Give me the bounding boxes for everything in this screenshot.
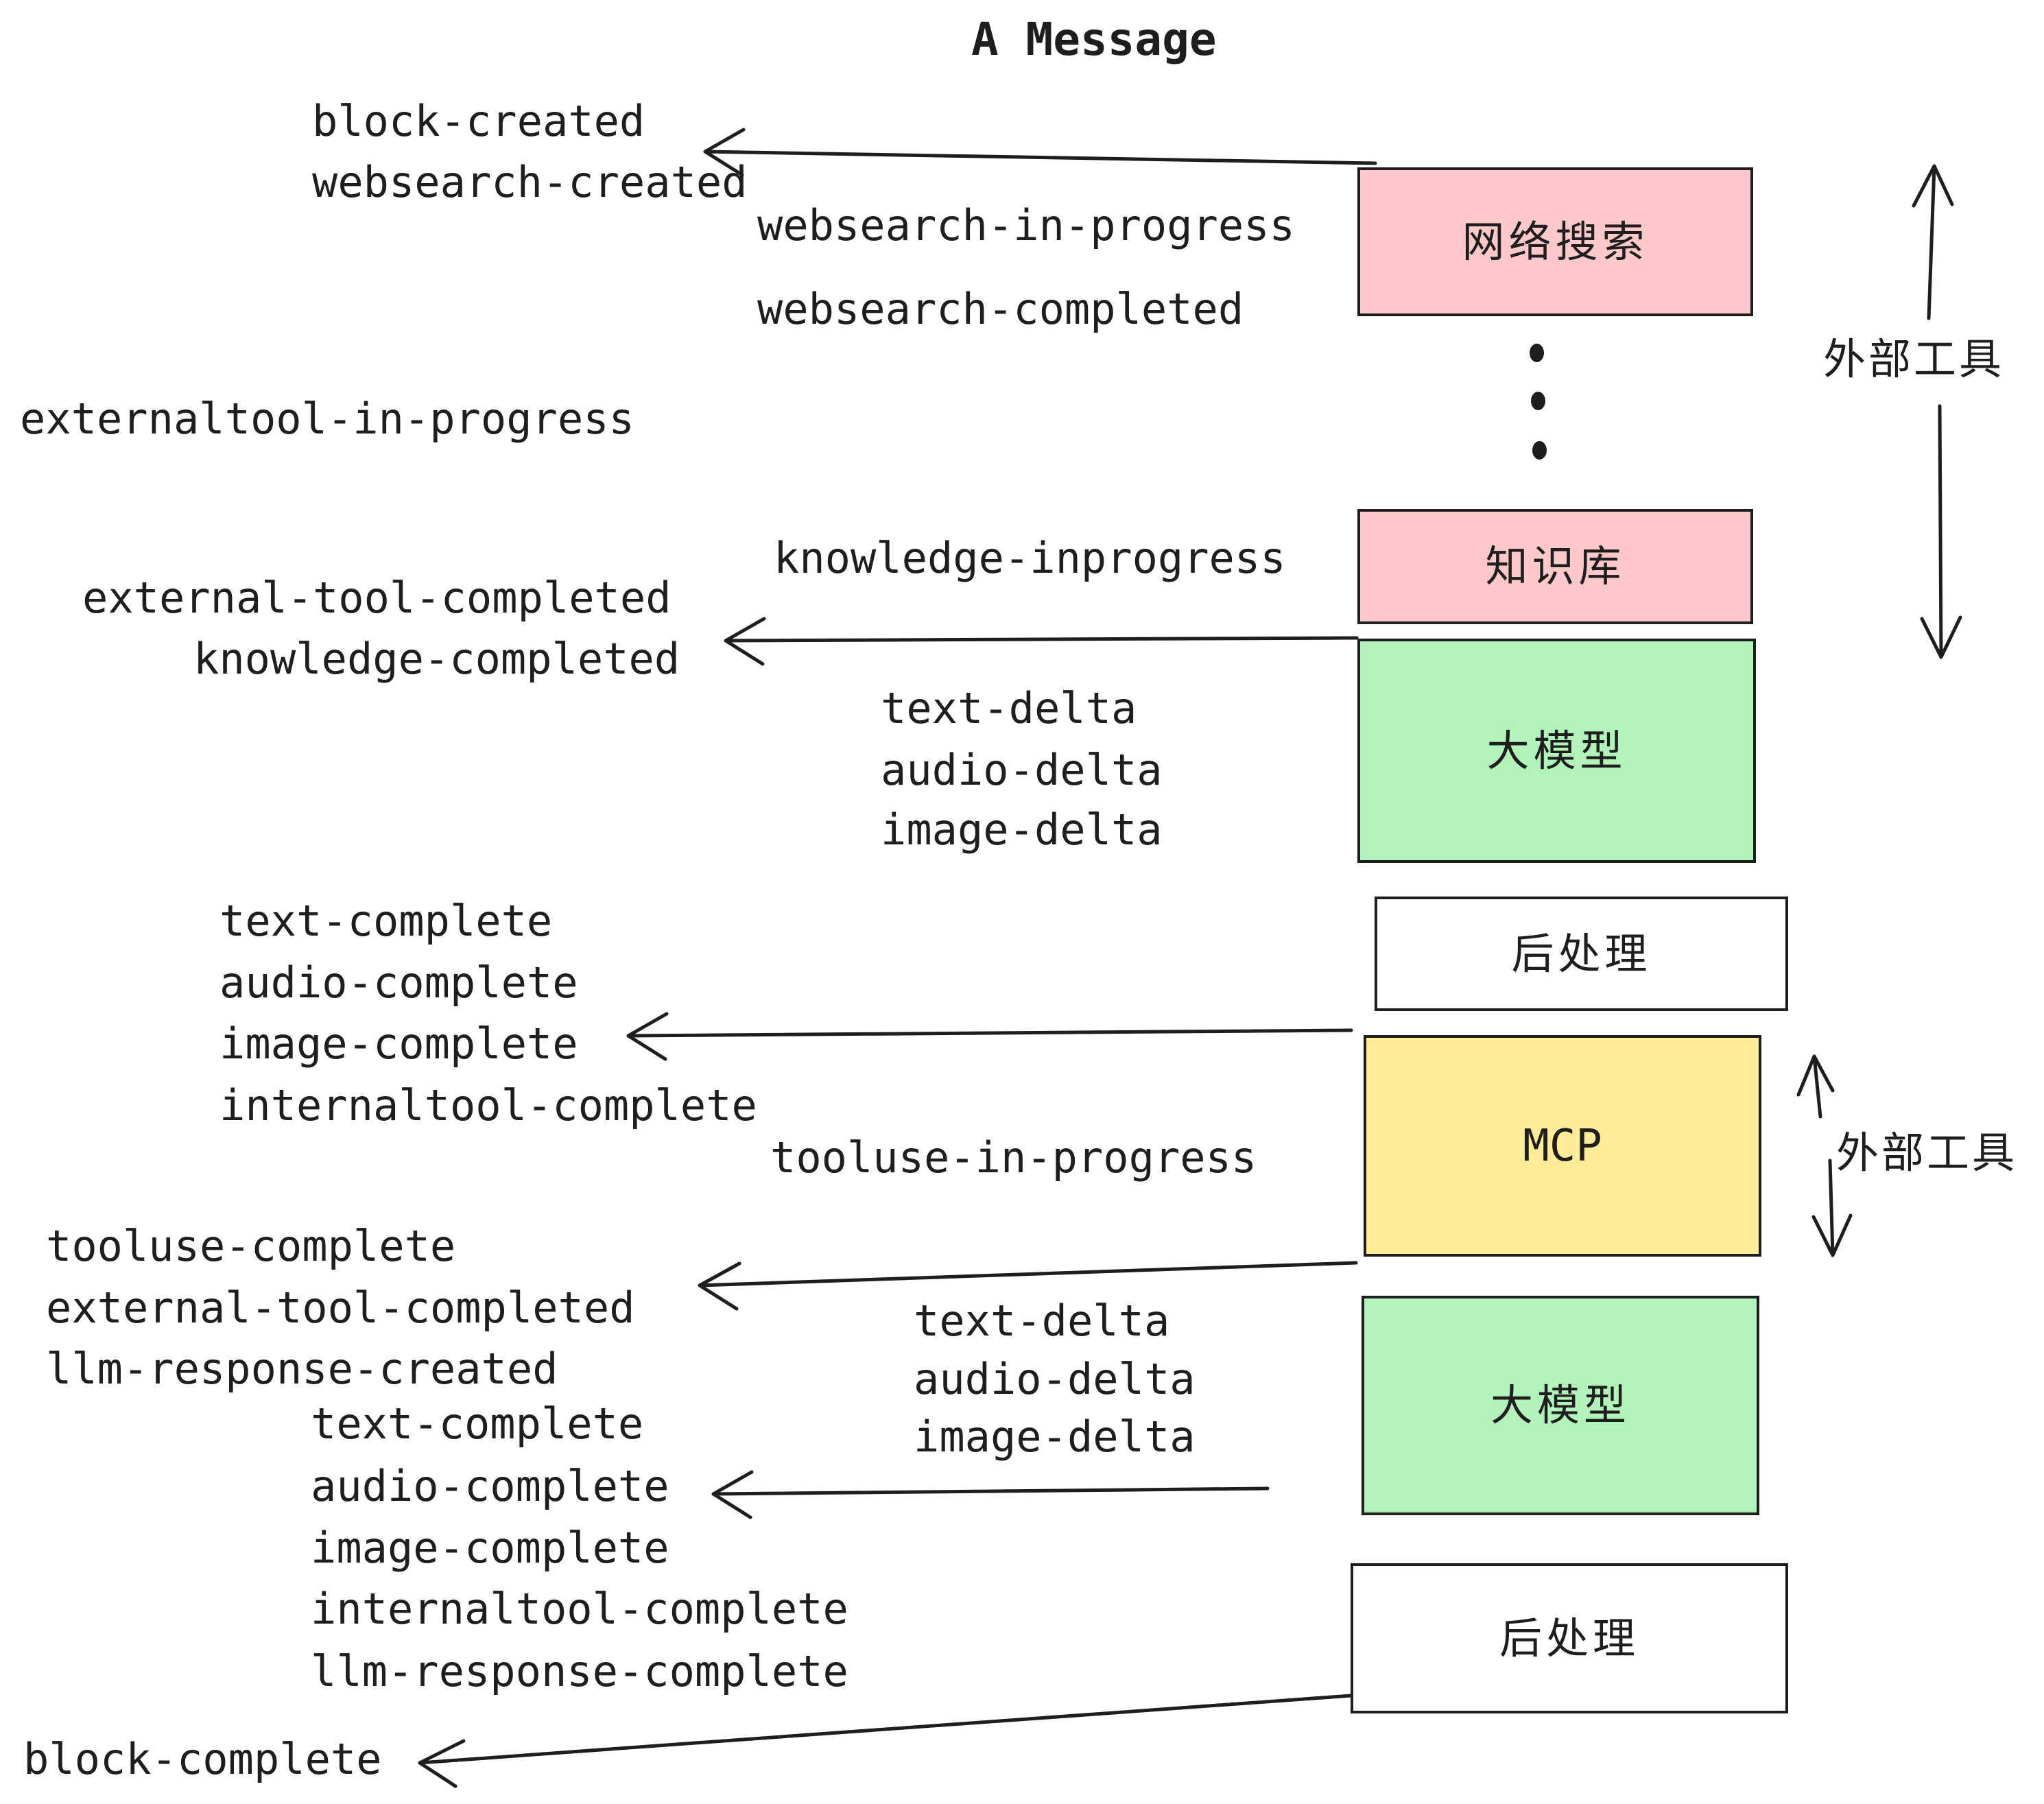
arrow-post2-to-block-complete [418,1694,1353,1788]
event-external-tool-completed-2: external-tool-completed [46,1283,635,1333]
event-image-delta-1: image-delta [881,805,1163,855]
arrow-external-tools-2-down [1811,1159,1853,1257]
event-audio-delta-2: audio-delta [914,1354,1196,1404]
arrow-knowledge-to-knowledge-completed [724,617,1359,666]
arrow-external-tools-2-up [1796,1054,1835,1119]
label-external-tools-1: 外部工具 [1823,334,2005,384]
event-websearch-in-progress: websearch-in-progress [757,200,1295,250]
box-llm-1-label: 大模型 [1486,725,1627,776]
event-internaltool-complete-2: internaltool-complete [311,1584,848,1634]
label-external-tools-2: 外部工具 [1836,1128,2018,1178]
event-llm-response-created: llm-response-created [46,1344,558,1394]
arrow-llm2-to-audio-complete [711,1470,1270,1519]
box-mcp: MCP [1364,1035,1761,1257]
event-text-complete-2: text-complete [311,1399,644,1449]
event-block-complete: block-complete [23,1734,382,1784]
box-post-2: 后处理 [1351,1563,1788,1713]
event-externaltool-in-progress: externaltool-in-progress [20,394,634,444]
ellipsis-dot-2 [1531,392,1545,410]
event-audio-complete-2: audio-complete [311,1461,669,1511]
box-llm-2-label: 大模型 [1490,1380,1630,1430]
arrow-websearch-to-block-created [703,128,1377,177]
event-audio-delta-1: audio-delta [881,745,1163,795]
event-websearch-created: websearch-created [312,157,748,207]
event-websearch-completed: websearch-completed [757,284,1244,334]
event-block-created: block-created [312,96,645,146]
box-knowledge: 知识库 [1357,509,1753,624]
box-post-1: 后处理 [1375,897,1788,1011]
ellipsis-dot-3 [1532,441,1547,460]
event-knowledge-inprogress: knowledge-inprogress [774,533,1286,583]
arrow-external-tools-1-up [1912,164,1954,320]
arrow-mcp-to-tooluse-complete [698,1261,1358,1311]
event-image-complete-1: image-complete [219,1019,578,1069]
box-post-1-label: 后处理 [1511,928,1652,979]
event-tooluse-in-progress: tooluse-in-progress [770,1132,1257,1183]
box-websearch-label: 网络搜索 [1462,216,1649,267]
event-image-delta-2: image-delta [914,1412,1196,1462]
event-image-complete-2: image-complete [311,1523,669,1573]
event-audio-complete-1: audio-complete [219,958,578,1008]
arrow-post1-to-image-complete [626,1012,1353,1061]
event-text-complete-1: text-complete [219,896,553,946]
box-post-2-label: 后处理 [1499,1613,1639,1663]
box-llm-2: 大模型 [1362,1296,1759,1515]
event-text-delta-2: text-delta [914,1296,1170,1346]
box-websearch: 网络搜索 [1357,167,1753,316]
event-knowledge-completed: knowledge-completed [193,634,680,684]
ellipsis-dot-1 [1530,344,1544,362]
event-text-delta-1: text-delta [881,683,1137,733]
box-knowledge-label: 知识库 [1485,541,1626,591]
arrow-external-tools-1-down [1920,404,1962,659]
event-external-tool-completed-1: external-tool-completed [82,573,672,623]
event-internaltool-complete-1: internaltool-complete [219,1080,757,1130]
box-llm-1: 大模型 [1357,639,1756,863]
event-tooluse-complete: tooluse-complete [46,1221,456,1271]
event-llm-response-complete: llm-response-complete [311,1646,848,1696]
diagram-title: A Message [971,13,1217,66]
box-mcp-label: MCP [1523,1120,1602,1172]
